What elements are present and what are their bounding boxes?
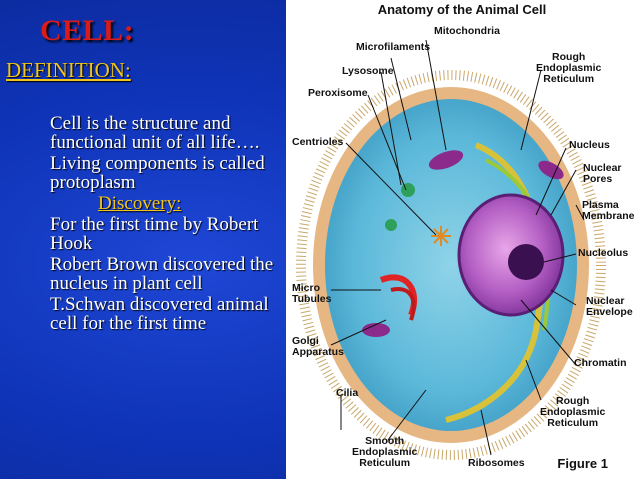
- lysosome: [385, 219, 397, 231]
- mitochondrion-2: [538, 160, 564, 180]
- nucleolus: [508, 244, 544, 280]
- label-smooth-er: Smooth Endoplasmic Reticulum: [352, 435, 418, 469]
- label-cilia: Cilia: [336, 387, 359, 399]
- label-microfilaments: Microfilaments: [356, 41, 431, 53]
- label-nucleolus: Nucleolus: [578, 247, 629, 259]
- bullet-schwan: T.Schwan discovered animal cell for the …: [50, 294, 269, 334]
- label-nucleus: Nucleus: [569, 139, 610, 151]
- label-mitochondria: Mitochondria: [434, 25, 500, 37]
- label-plasma-membrane: Plasma Membrane: [582, 199, 635, 222]
- label-ribosomes: Ribosomes: [468, 457, 525, 469]
- label-nuclear-pores: Nuclear Pores: [583, 162, 622, 185]
- peroxisome: [401, 183, 415, 197]
- label-centrioles: Centrioles: [292, 136, 344, 148]
- label-chromatin: Chromatin: [574, 357, 627, 369]
- label-pointers: [330, 39, 585, 456]
- mitochondrion-3: [362, 323, 390, 337]
- label-peroxisome: Peroxisome: [308, 87, 368, 99]
- animal-cell-figure: Anatomy of the Animal Cell Mitochondria …: [286, 0, 638, 479]
- label-micro-tubules: Micro Tubules: [292, 282, 332, 305]
- slide-title: CELL:: [40, 14, 135, 47]
- label-lysosome: Lysosome: [342, 65, 394, 77]
- bullet-protoplasm: Living components is called protoplasm: [50, 153, 265, 193]
- slide-subtitle: DEFINITION:: [6, 58, 131, 82]
- mitochondrion-1: [428, 150, 464, 170]
- figure-caption: Figure 1: [557, 456, 608, 471]
- label-golgi-apparatus: Golgi Apparatus: [292, 335, 344, 358]
- rough-er-band-1: [445, 142, 545, 423]
- cilia-ring: [296, 70, 606, 460]
- cell-illustration: [296, 39, 606, 460]
- golgi-layer: [390, 287, 416, 321]
- bullet-hook: For the first time by Robert Hook: [50, 214, 259, 254]
- label-nuclear-envelope: Nuclear Envelope: [586, 295, 633, 318]
- centrioles: [431, 226, 451, 246]
- bullet-definition: Cell is the structure and functional uni…: [50, 113, 260, 153]
- bullet-brown: Robert Brown discovered the nucleus in p…: [50, 254, 274, 294]
- label-rough-er-bottom: Rough Endoplasmic Reticulum: [540, 395, 606, 429]
- discovery-heading: Discovery:: [98, 193, 182, 214]
- label-rough-er-top: Rough Endoplasmic Reticulum: [536, 51, 602, 85]
- figure-title: Anatomy of the Animal Cell: [377, 2, 547, 17]
- bullet-list: Cell is the structure and functional uni…: [50, 114, 282, 335]
